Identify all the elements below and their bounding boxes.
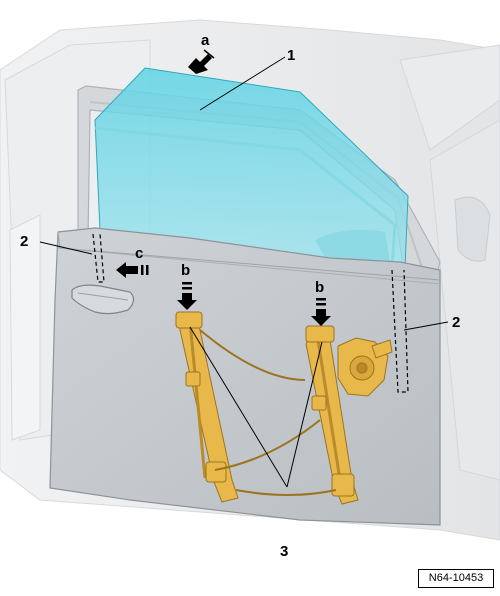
arrow-c: [116, 262, 149, 278]
callout-a: a: [201, 32, 210, 49]
figure-reference-id: N64-10453: [418, 569, 494, 588]
callout-c: c: [135, 245, 143, 262]
callout-2-left: 2: [20, 233, 28, 250]
arrow-b-right: [311, 298, 331, 326]
arrow-a: [188, 49, 215, 74]
leader-lines: [39, 56, 449, 488]
window-regulator: [175, 311, 393, 505]
callout-b-right: b: [315, 279, 324, 296]
callout-2-right: 2: [452, 314, 460, 331]
callout-1: 1: [287, 47, 295, 64]
bolt-dashes: [92, 233, 409, 393]
callout-3: 3: [280, 543, 288, 560]
door-handle: [71, 284, 135, 315]
callout-b-left: b: [181, 262, 190, 279]
arrow-b-left: [177, 282, 197, 310]
